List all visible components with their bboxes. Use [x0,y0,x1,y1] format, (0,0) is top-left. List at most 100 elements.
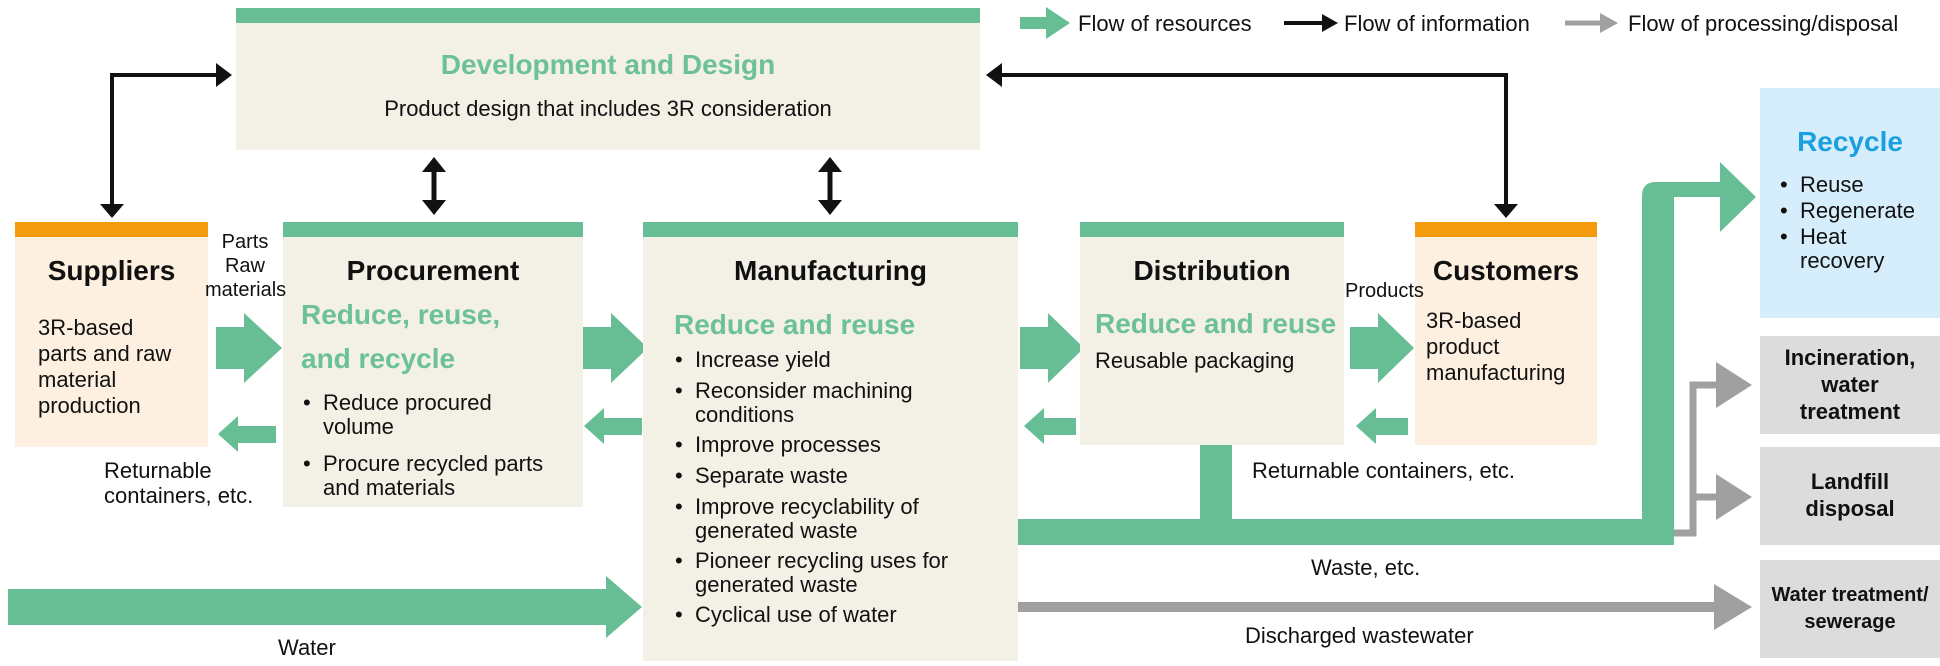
distribution-box: Distribution Reduce and reuse Reusable p… [1080,237,1344,445]
bullet-line: Improve processes [695,432,881,457]
bullet-line: Heat [1800,224,1847,249]
label-line: Parts [221,231,269,253]
bullet-line: Pioneer recycling uses for [695,548,949,573]
resource-arrow-procurement-manufacturing [583,313,648,383]
bullet-line: Reduce procured [323,390,492,415]
manufacturing-title: Manufacturing [734,255,927,286]
waste-label: Waste, etc. [1311,555,1421,580]
recycle-box: Recycle Reuse Regenerate Heat recovery [1760,88,1940,318]
return-arrow-distribution-manufacturing [1024,408,1076,444]
bullet-line: Reuse [1800,172,1864,197]
water-label: Water [278,635,336,660]
customers-desc-line: product [1426,334,1500,359]
info-dev-procurement-arrow [422,157,446,215]
bullet-line: Reconsider machining [695,378,913,403]
legend-processing-arrow [1565,13,1618,33]
parts-raw-materials-label: Parts Raw materials [205,230,287,302]
label-line: Returnable [104,458,212,483]
legend-information-arrow [1284,14,1338,32]
manufacturing-bullet: Improve recyclability of generated waste [675,495,919,543]
legend-processing-label: Flow of processing/disposal [1628,11,1899,36]
bullet-line: Separate waste [695,463,848,488]
manufacturing-box: Manufacturing Reduce and reuse Increase … [643,237,1018,661]
manufacturing-bullet: Reconsider machining conditions [675,379,913,427]
landfill-line: Landfill [1810,469,1890,494]
water-treatment-line: Water treatment/ [1771,584,1929,606]
legend-resource-arrow [1020,7,1070,39]
label-line: materials [205,279,287,301]
suppliers-desc-line: parts and raw [38,341,172,366]
procurement-bullet: Reduce procured volume [303,391,492,439]
manufacturing-bullet: Separate waste [675,463,848,489]
procurement-bar [283,222,583,237]
procurement-bullet: Procure recycled parts and materials [303,452,543,500]
bullet-line: Increase yield [695,347,831,372]
label-line: containers, etc. [104,483,254,508]
manufacturing-bullet: Improve processes [675,432,881,458]
distribution-title: Distribution [1133,255,1291,286]
returnable-containers-right-label: Returnable containers, etc. [1252,458,1515,483]
procurement-title: Procurement [346,255,520,286]
development-desc: Product design that includes 3R consider… [384,96,832,121]
procurement-green-line: Reduce, reuse, [301,299,501,330]
bullet-line: volume [323,414,394,439]
landfill-line: disposal [1805,496,1895,521]
bullet-line: and materials [323,475,456,500]
distribution-desc: Reusable packaging [1095,348,1295,373]
products-label: Products [1345,280,1424,302]
resource-arrow-suppliers-procurement [216,313,282,383]
info-dev-suppliers-arrow [110,73,218,206]
landfill-label: Landfill disposal [1760,468,1940,522]
info-dev-manufacturing-arrow [818,157,842,215]
bullet-line: generated waste [695,518,858,543]
recycle-bullet: Reuse [1780,172,1864,198]
info-arrowhead [986,63,1002,87]
suppliers-desc-line: material [38,367,117,392]
disposal-arrowhead [1716,474,1752,520]
return-arrow-customers-distribution [1356,408,1408,444]
manufacturing-bullet: Cyclical use of water [675,602,897,628]
waste-to-recycle-arrow [1018,162,1756,545]
development-title: Development and Design [440,49,776,80]
info-dev-customers-arrow [1000,73,1508,206]
return-arrow-procurement-suppliers [218,416,276,452]
resource-arrow-manufacturing-distribution [1020,313,1084,383]
water-arrow [8,576,642,638]
suppliers-desc-line: production [38,393,141,418]
suppliers-title: Suppliers [47,255,176,286]
water-treatment-line: sewerage [1804,611,1896,633]
distribution-green: Reduce and reuse [1095,308,1337,339]
info-arrowhead [100,204,124,218]
distribution-bar [1080,222,1344,237]
manufacturing-bullet: Increase yield [675,347,831,373]
water-treatment-box: Water treatment/ sewerage [1760,560,1940,658]
manufacturing-bar [643,222,1018,237]
incineration-label: Incineration, water treatment [1760,344,1940,425]
customers-desc-line: 3R-based [1426,308,1522,333]
bullet-line: Regenerate [1800,198,1915,223]
incineration-line: Incineration, [1784,345,1916,370]
procurement-box: Procurement Reduce, reuse, and recycle R… [283,237,583,507]
landfill-box: Landfill disposal [1760,447,1940,545]
info-arrowhead [1494,204,1518,218]
manufacturing-green: Reduce and reuse [674,309,916,340]
bullet-line: conditions [695,402,795,427]
customers-title: Customers [1432,255,1580,286]
label-line: Raw [224,255,265,277]
disposal-branch-arrows [1674,381,1720,537]
incineration-line: water [1821,372,1879,397]
procurement-green-line: and recycle [301,343,456,374]
development-bar [236,8,980,23]
legend-resources-label: Flow of resources [1078,11,1252,36]
customers-desc-line: manufacturing [1426,360,1566,385]
recycle-title: Recycle [1797,126,1903,157]
legend-information-label: Flow of information [1344,11,1530,36]
suppliers-box: Suppliers 3R-based parts and raw materia… [15,237,208,447]
return-arrow-manufacturing-procurement [584,408,642,444]
bullet-line: Cyclical use of water [695,602,897,627]
customers-bar [1415,222,1597,237]
returnable-containers-left-label: Returnable containers, etc. [104,458,253,508]
development-box: Development and Design Product design th… [236,23,980,150]
manufacturing-bullet: Pioneer recycling uses for generated was… [675,549,948,597]
